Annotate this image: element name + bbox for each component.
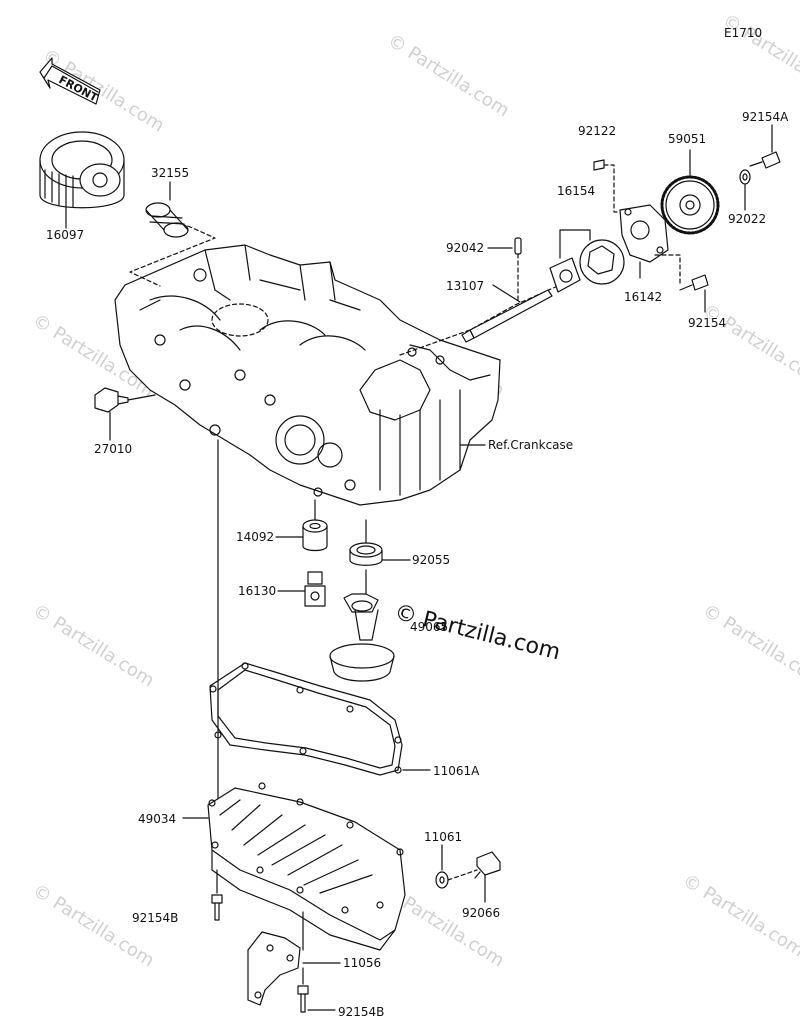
bolt-part bbox=[211, 894, 223, 921]
part-number-label[interactable]: 13107 bbox=[446, 279, 485, 293]
part-number-label[interactable]: 92022 bbox=[728, 212, 767, 226]
diagram-code: E1710 bbox=[724, 26, 763, 40]
pump-cover-part bbox=[619, 204, 669, 263]
part-number-label[interactable]: 11056 bbox=[343, 956, 382, 970]
part-number-label[interactable]: 92055 bbox=[412, 553, 451, 567]
part-number-label[interactable]: 11061A bbox=[433, 764, 480, 778]
bracket-part bbox=[247, 931, 301, 1006]
oil-strainer-part bbox=[329, 593, 395, 682]
part-number-label[interactable]: 16130 bbox=[238, 584, 277, 598]
oil-filter-part bbox=[39, 131, 125, 209]
part-number-label[interactable]: 11061 bbox=[424, 830, 463, 844]
part-number-label[interactable]: 92154A bbox=[742, 110, 789, 124]
part-number-label[interactable]: 92042 bbox=[446, 241, 485, 255]
front-arrow-icon bbox=[39, 57, 101, 105]
pin-part bbox=[514, 237, 522, 255]
part-number-label[interactable]: 59051 bbox=[668, 132, 707, 146]
pipe-part bbox=[145, 202, 189, 238]
gasket-part bbox=[209, 662, 403, 776]
part-number-label[interactable]: 92122 bbox=[578, 124, 617, 138]
part-number-label[interactable]: 92154B bbox=[338, 1005, 385, 1019]
part-number-label[interactable]: 16097 bbox=[46, 228, 85, 242]
rotor-part bbox=[549, 257, 581, 293]
washer-part bbox=[435, 871, 449, 889]
nipple-part bbox=[304, 571, 326, 607]
part-number-label[interactable]: 16154 bbox=[557, 184, 596, 198]
crankcase-part bbox=[114, 244, 501, 506]
part-number-label[interactable]: 49065 bbox=[410, 620, 449, 634]
part-number-label[interactable]: 92066 bbox=[462, 906, 501, 920]
bolt-part bbox=[749, 151, 781, 169]
shaft-part bbox=[461, 289, 553, 343]
ref-crankcase-label: Ref.Crankcase bbox=[488, 438, 574, 452]
rotor-part bbox=[579, 239, 625, 285]
oil-pan-part bbox=[207, 782, 406, 951]
drain-plug-part bbox=[94, 387, 129, 413]
part-number-label[interactable]: 92154B bbox=[132, 911, 179, 925]
collar-part bbox=[302, 519, 328, 552]
pin-part bbox=[593, 159, 605, 171]
washer-part bbox=[739, 169, 751, 185]
o-ring-part bbox=[349, 542, 383, 566]
drain-bolt-part bbox=[474, 851, 501, 879]
part-number-label[interactable]: 27010 bbox=[94, 442, 133, 456]
bolt-part bbox=[679, 274, 709, 291]
part-number-label[interactable]: 49034 bbox=[138, 812, 177, 826]
gear-part bbox=[660, 175, 720, 235]
bolt-part bbox=[297, 985, 309, 1013]
part-number-label[interactable]: 14092 bbox=[236, 530, 275, 544]
part-number-label[interactable]: 92154 bbox=[688, 316, 727, 330]
part-number-label[interactable]: 32155 bbox=[151, 166, 190, 180]
part-number-label[interactable]: 16142 bbox=[624, 290, 663, 304]
